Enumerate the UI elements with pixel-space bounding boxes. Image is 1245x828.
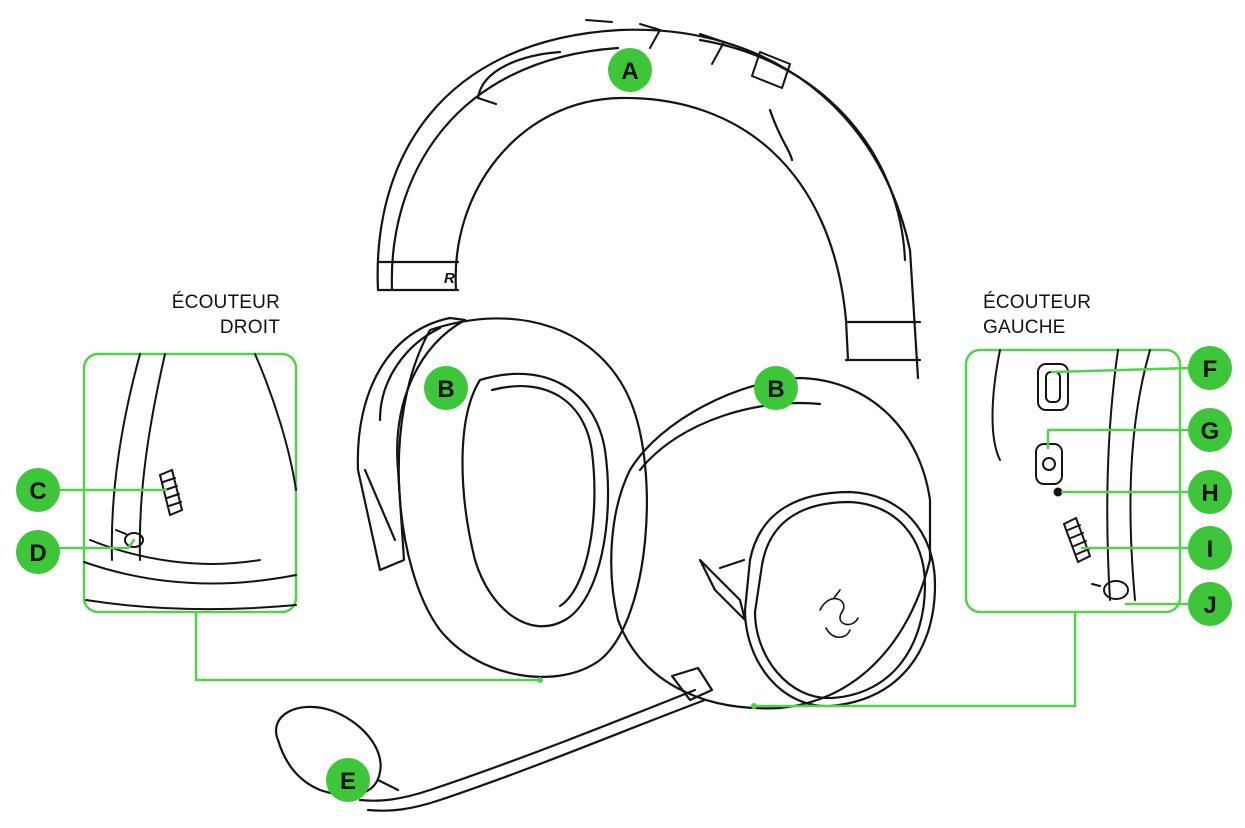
mic-connector — [670, 666, 714, 702]
mic-boom-arm — [358, 688, 697, 802]
right-earcup-inset — [82, 352, 298, 614]
leader-right-inset — [194, 610, 542, 682]
svg-text:E: E — [340, 768, 356, 795]
svg-text:B: B — [437, 376, 454, 403]
callout-e: E — [326, 758, 370, 802]
svg-text:B: B — [767, 376, 784, 403]
svg-text:H: H — [1201, 480, 1218, 507]
left-earcup-label: ÉCOUTEUR GAUCHE — [983, 290, 1113, 340]
callout-f: F — [1188, 346, 1232, 390]
svg-text:I: I — [1207, 536, 1214, 563]
audio-jack-icon — [1103, 580, 1129, 600]
callout-b-left: B — [754, 366, 798, 410]
leader-lines — [58, 366, 1192, 708]
callout-g: G — [1188, 408, 1232, 452]
headband-inner — [454, 96, 850, 362]
volume-dial-icon — [158, 468, 184, 517]
right-earcup-label-line2: DROIT — [219, 317, 280, 338]
leader-d — [58, 538, 136, 550]
svg-text:D: D — [29, 540, 46, 567]
right-earcup-label-line1: ÉCOUTEUR — [171, 292, 280, 313]
mic-port-icon — [124, 532, 144, 548]
left-earcup-label-line2: GAUCHE — [983, 317, 1066, 338]
right-earcup-pad-outer — [397, 317, 648, 678]
left-earcup-plate — [743, 490, 937, 708]
callout-d: D — [16, 530, 60, 574]
leader-f — [1050, 366, 1192, 374]
svg-text:G: G — [1201, 418, 1220, 445]
callout-b-right: B — [424, 366, 468, 410]
right-earcup-pad-inner — [461, 372, 610, 628]
callout-i: I — [1188, 526, 1232, 570]
callout-a: A — [608, 48, 652, 92]
headband-outer — [376, 28, 920, 380]
mic-mute-slider-icon — [1062, 516, 1092, 564]
callout-h: H — [1188, 470, 1232, 514]
status-led-icon — [1053, 487, 1063, 497]
callout-c: C — [16, 468, 60, 512]
svg-text:A: A — [621, 58, 638, 85]
headset-illustration: R — [275, 19, 937, 812]
usb-c-port-icon — [1037, 363, 1069, 411]
razer-snake-logo — [819, 589, 859, 639]
leader-g — [1046, 428, 1192, 450]
left-earcup-label-line1: ÉCOUTEUR — [983, 292, 1092, 313]
left-earcup-inset — [964, 348, 1182, 614]
right-earcup-shell — [356, 316, 467, 572]
left-earcup-pad — [610, 376, 932, 710]
callouts: A B B C D E F G H I J — [16, 48, 1232, 802]
leader-left-inset — [752, 610, 1077, 708]
mic-head — [275, 705, 382, 797]
callout-j: J — [1188, 582, 1232, 626]
band-letter-r-left: R — [444, 270, 455, 287]
svg-text:F: F — [1203, 356, 1218, 383]
svg-text:C: C — [29, 478, 46, 505]
right-earcup-label: ÉCOUTEUR DROIT — [158, 290, 280, 340]
svg-text:J: J — [1203, 592, 1216, 619]
